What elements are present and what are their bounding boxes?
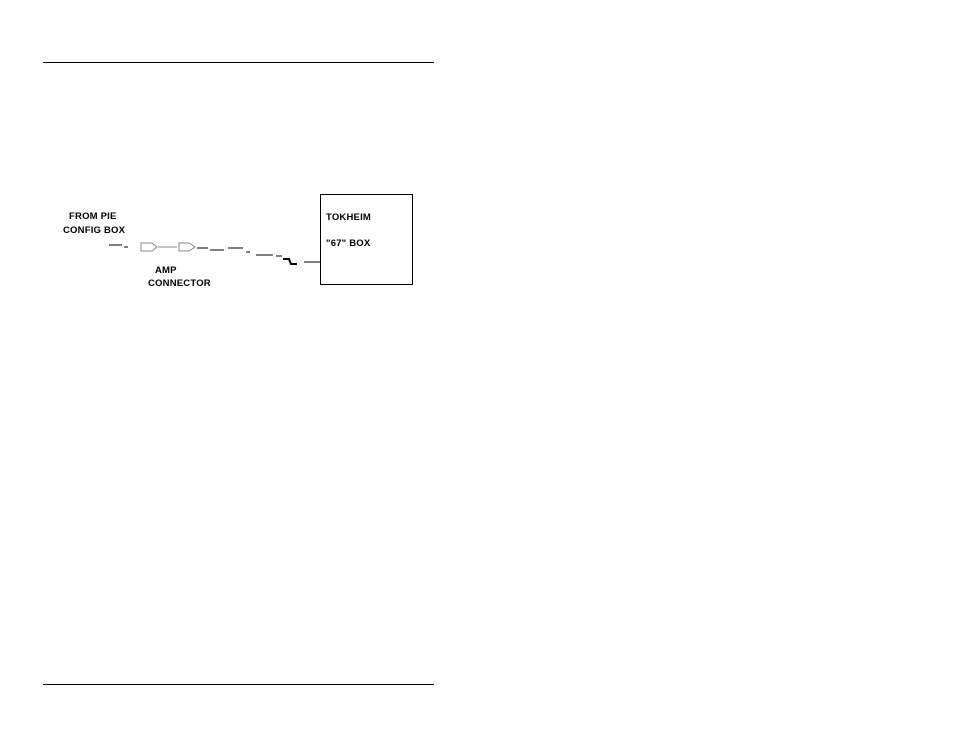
box-label-line2: "67" BOX bbox=[326, 238, 370, 249]
cable-segment bbox=[283, 259, 297, 264]
box-label-line1: TOKHEIM bbox=[326, 212, 371, 223]
connector-label-line2: CONNECTOR bbox=[148, 278, 211, 289]
tokheim-67-box: TOKHEIM "67" BOX bbox=[320, 194, 413, 285]
amp-plug-male bbox=[141, 243, 157, 251]
footer-rule bbox=[43, 684, 434, 685]
connector-label-line1: AMP bbox=[155, 265, 177, 276]
amp-plug-female bbox=[179, 243, 195, 251]
